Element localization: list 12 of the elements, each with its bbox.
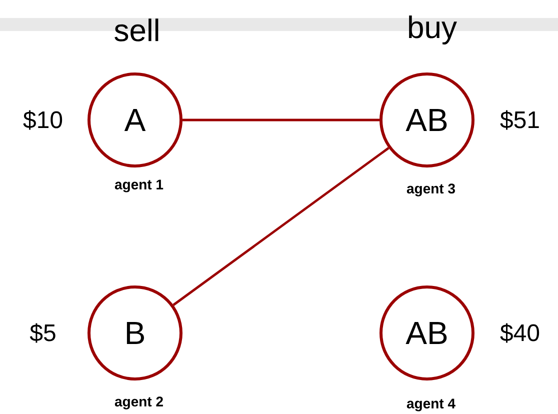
connector-line	[172, 147, 390, 306]
price-label: $10	[23, 110, 62, 130]
agent-label: agent 3	[406, 184, 455, 196]
price-label: $51	[500, 110, 539, 130]
price-label: $40	[500, 323, 540, 343]
connector-line	[182, 118, 380, 122]
agent-label: agent 4	[406, 398, 456, 412]
agent-label: agent 2	[114, 396, 163, 410]
price-label: $5	[30, 323, 56, 343]
column-heading: buy	[409, 16, 457, 44]
agent-label: agent 1	[114, 180, 164, 192]
column-heading: sell	[114, 18, 158, 42]
